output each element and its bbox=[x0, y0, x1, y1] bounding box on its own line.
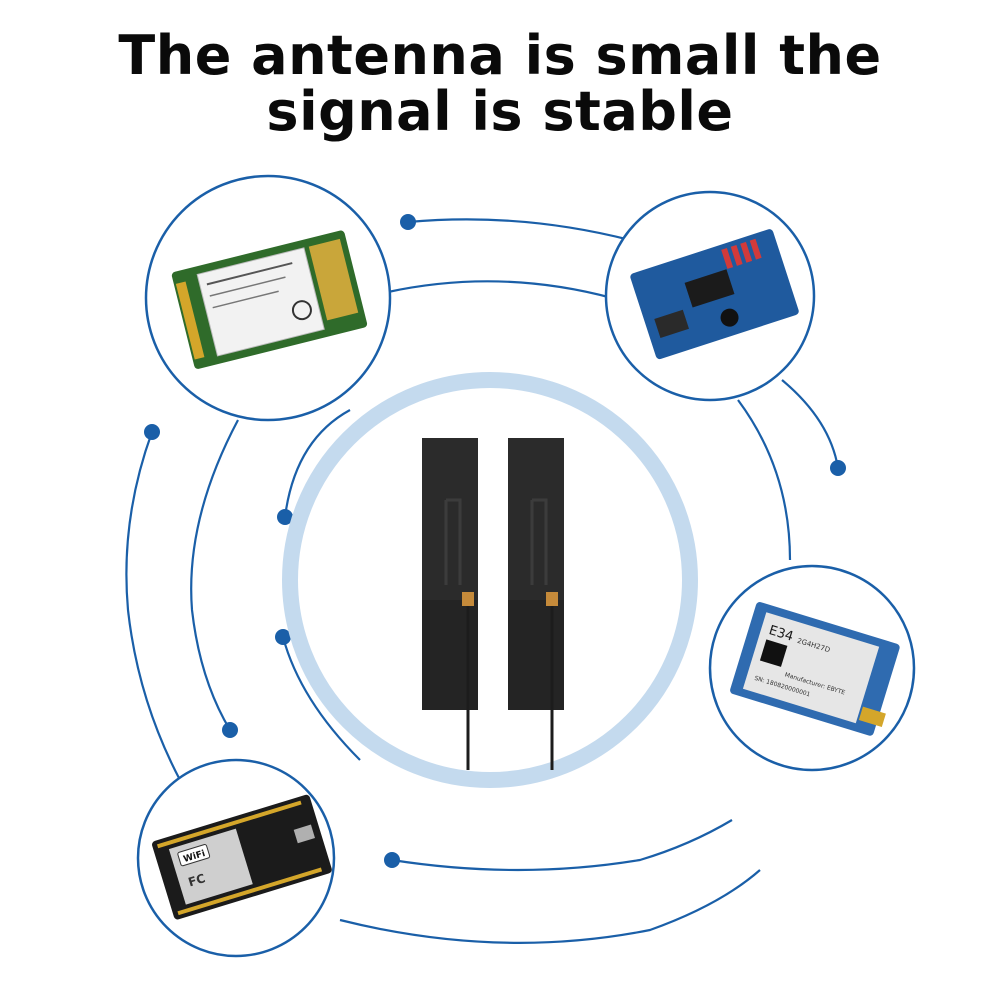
antenna-right-trace bbox=[530, 498, 548, 585]
antenna-left-trace bbox=[444, 498, 462, 585]
arc-ring-top-left bbox=[283, 409, 351, 518]
qr-code-icon bbox=[759, 639, 788, 667]
io-chip bbox=[684, 269, 735, 308]
arc-bottom-outer bbox=[339, 869, 761, 944]
flexible-pcb-antenna-icon bbox=[422, 438, 564, 770]
dot-4 bbox=[277, 509, 293, 525]
ipex-connector-icon bbox=[546, 592, 558, 606]
e34-shield bbox=[742, 612, 880, 724]
headline-line-2: signal is stable bbox=[266, 80, 734, 143]
connector-arcs bbox=[125, 218, 840, 944]
wifi-badge bbox=[177, 844, 211, 867]
dot-1 bbox=[400, 214, 416, 230]
module-nodemcu-wifi: WiFi FC bbox=[136, 758, 336, 958]
arc-left-outer bbox=[125, 431, 181, 781]
antenna-right-lower bbox=[508, 600, 564, 710]
wifi-module-shield bbox=[168, 828, 253, 905]
dot-5 bbox=[275, 629, 291, 645]
arc-right-inner bbox=[737, 399, 792, 561]
arc-left-inner bbox=[190, 419, 239, 731]
headline: The antenna is small the signal is stabl… bbox=[0, 28, 1000, 140]
ipex-connector-icon bbox=[462, 592, 474, 606]
dot-6 bbox=[222, 722, 238, 738]
usb-port-icon bbox=[293, 824, 316, 844]
module-e34-wireless: E34 2G4H27D Manufacturer: EBYTE SN: 1808… bbox=[708, 564, 916, 772]
arc-right-outer bbox=[781, 379, 840, 469]
module-msata-ssd bbox=[144, 174, 392, 422]
arc-top-inner bbox=[387, 280, 613, 300]
dot-3 bbox=[144, 424, 160, 440]
sma-connector-icon bbox=[858, 706, 886, 727]
arc-bottom-inner bbox=[391, 819, 733, 872]
e34-model-text: E34 bbox=[767, 623, 795, 645]
ssd-contacts bbox=[175, 281, 205, 360]
arc-top bbox=[407, 218, 631, 242]
dot-7 bbox=[384, 852, 400, 868]
central-ring bbox=[282, 372, 698, 788]
ssd-label bbox=[196, 247, 325, 357]
arc-ring-bottom-left bbox=[281, 636, 361, 761]
ssd-gold-edge bbox=[308, 238, 359, 321]
dot-2 bbox=[830, 460, 846, 476]
io-capacitor bbox=[720, 308, 739, 327]
fcc-mark-text: FC bbox=[187, 871, 208, 889]
module-blue-io-board bbox=[604, 190, 816, 402]
connector-dots bbox=[144, 214, 846, 868]
headline-line-1: The antenna is small the bbox=[118, 24, 882, 87]
antenna-left-lower bbox=[422, 600, 478, 710]
ce-mark-icon bbox=[291, 300, 312, 321]
